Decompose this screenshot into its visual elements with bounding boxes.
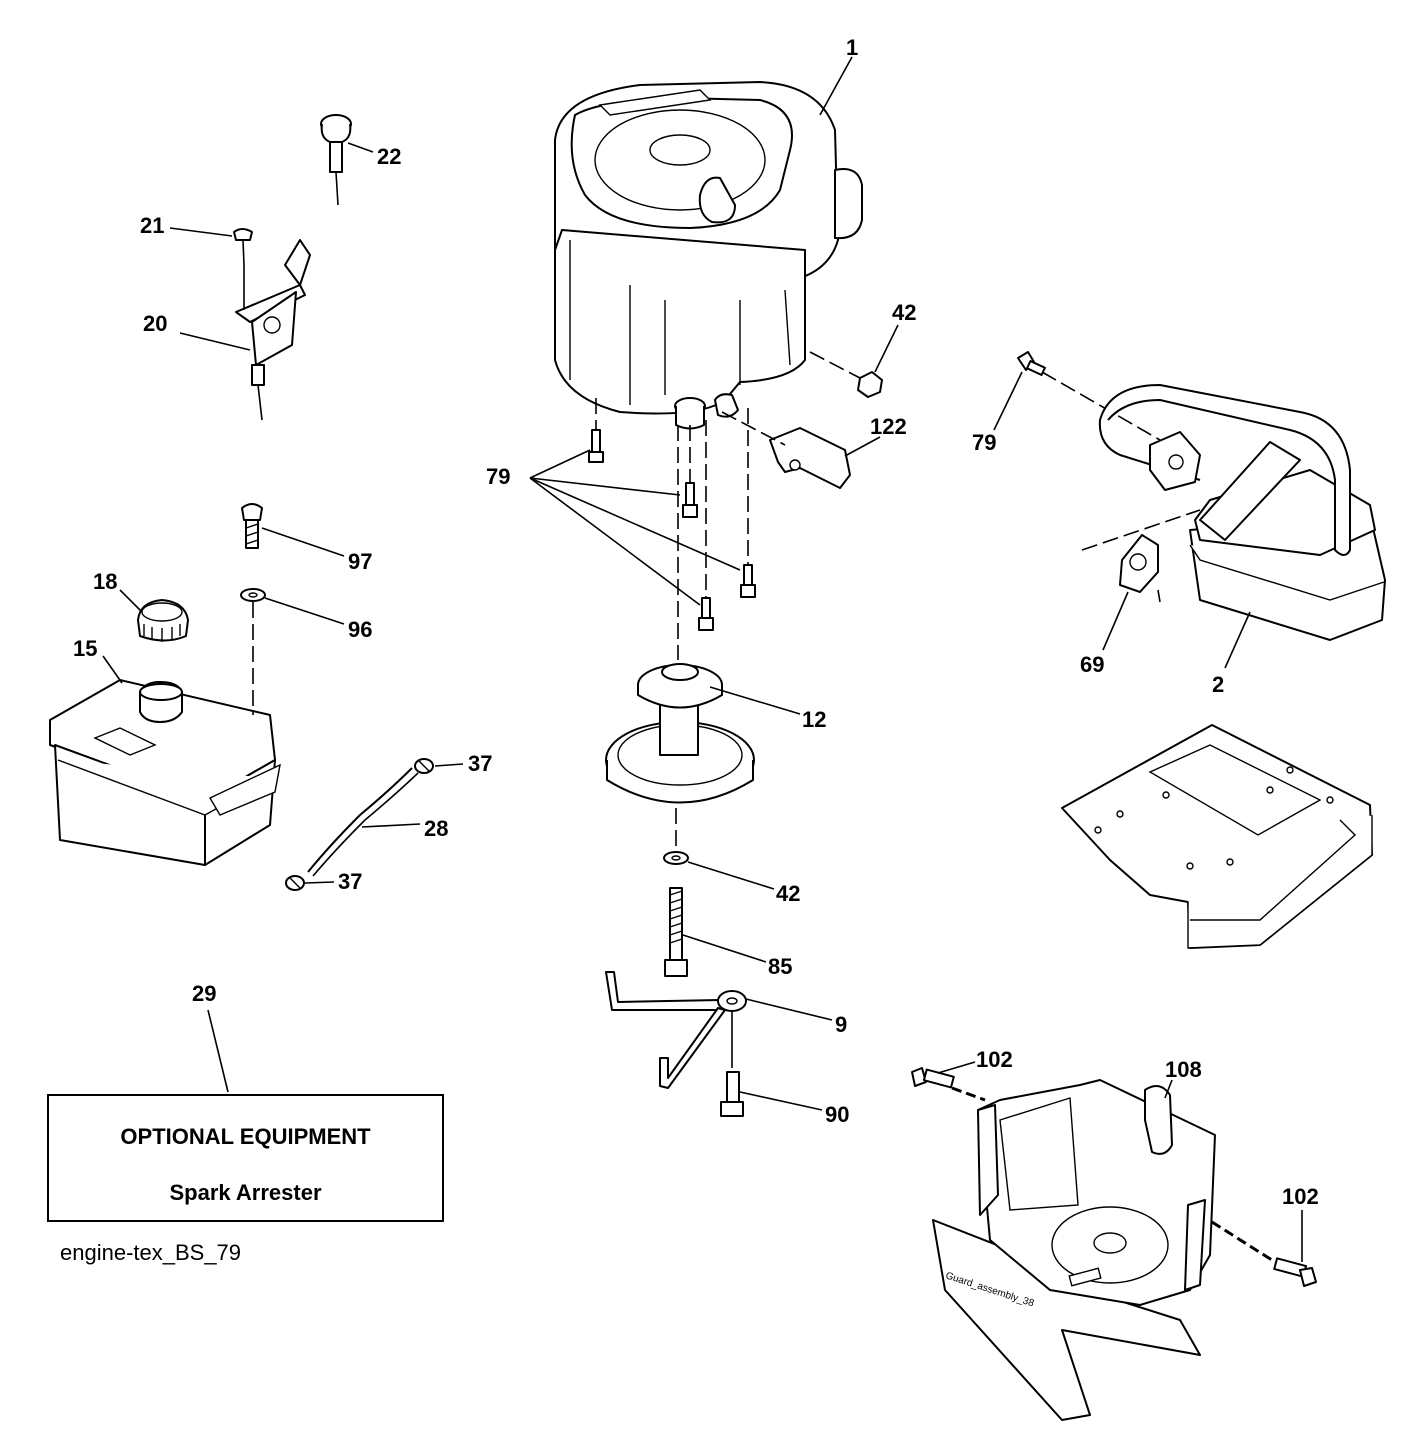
screw-79-part <box>1017 351 1046 377</box>
washer-42-part <box>663 851 689 865</box>
callout-37-upper: 37 <box>468 751 492 776</box>
callout-108-text: 108 <box>1165 1057 1202 1082</box>
throttle-control-part <box>235 239 311 421</box>
optional-equipment-box: OPTIONAL EQUIPMENT Spark Arrester <box>47 1094 444 1222</box>
fuel-tank-part <box>49 679 281 866</box>
callout-2-text: 2 <box>1212 672 1224 697</box>
optional-equipment-title: OPTIONAL EQUIPMENT <box>120 1124 371 1149</box>
fuel-line-part <box>307 767 419 877</box>
callout-97: 97 <box>348 549 372 574</box>
callout-96: 96 <box>348 617 372 642</box>
callout-21: 21 <box>140 213 164 238</box>
engine-mount-plate-part <box>1061 724 1373 949</box>
nut-45-part <box>857 371 883 398</box>
callout-45: 42 <box>892 300 916 325</box>
callout-90-text: 90 <box>825 1102 849 1127</box>
callout-69-text: 69 <box>1080 652 1104 677</box>
gasket-69-part <box>1119 534 1159 593</box>
drawing-reference: engine-tex_BS_79 <box>60 1240 242 1265</box>
washer-96-part <box>240 588 266 602</box>
clamp-37-upper-part <box>414 758 434 774</box>
screw-21-part <box>233 228 253 310</box>
callout-15: 15 <box>73 636 97 661</box>
choke-knob-22-part <box>320 114 352 206</box>
callout-102-right-text: 102 <box>1282 1184 1319 1209</box>
bolt-97-part <box>241 503 263 549</box>
guard-assembly-part <box>932 1079 1216 1421</box>
callout-37-lower: 37 <box>338 869 362 894</box>
callout-9-text: 9 <box>835 1012 847 1037</box>
fuel-cap-part <box>137 599 189 642</box>
shield-122-part <box>769 427 851 489</box>
callout-1: 1 <box>846 35 858 60</box>
bolt-102-left-part <box>911 1067 955 1089</box>
callout-18: 18 <box>93 569 117 594</box>
bolt-85-part <box>664 887 688 977</box>
callout-122: 122 <box>870 414 907 439</box>
callout-28: 28 <box>424 816 448 841</box>
callout-29-text: 29 <box>192 981 216 1006</box>
callout-85-text: 85 <box>768 954 792 979</box>
clamp-37-lower-part <box>285 875 305 891</box>
bracket-9-part <box>605 971 747 1089</box>
optional-equipment-item: Spark Arrester <box>169 1180 322 1205</box>
callout-84: 79 <box>486 464 510 489</box>
engine-part <box>554 81 863 430</box>
bolts-84-part <box>588 429 756 631</box>
callout-79-text: 79 <box>972 430 996 455</box>
callout-102-left-text: 102 <box>976 1047 1013 1072</box>
callout-42-text: 42 <box>776 881 800 906</box>
callout-12: 12 <box>802 707 826 732</box>
bolt-102-right-part <box>1273 1257 1317 1287</box>
pulley-12-part <box>605 663 755 804</box>
bolt-90-part <box>720 1071 744 1117</box>
muffler-2-part <box>1098 384 1386 641</box>
callout-20: 20 <box>143 311 167 336</box>
callout-22: 22 <box>377 144 401 169</box>
